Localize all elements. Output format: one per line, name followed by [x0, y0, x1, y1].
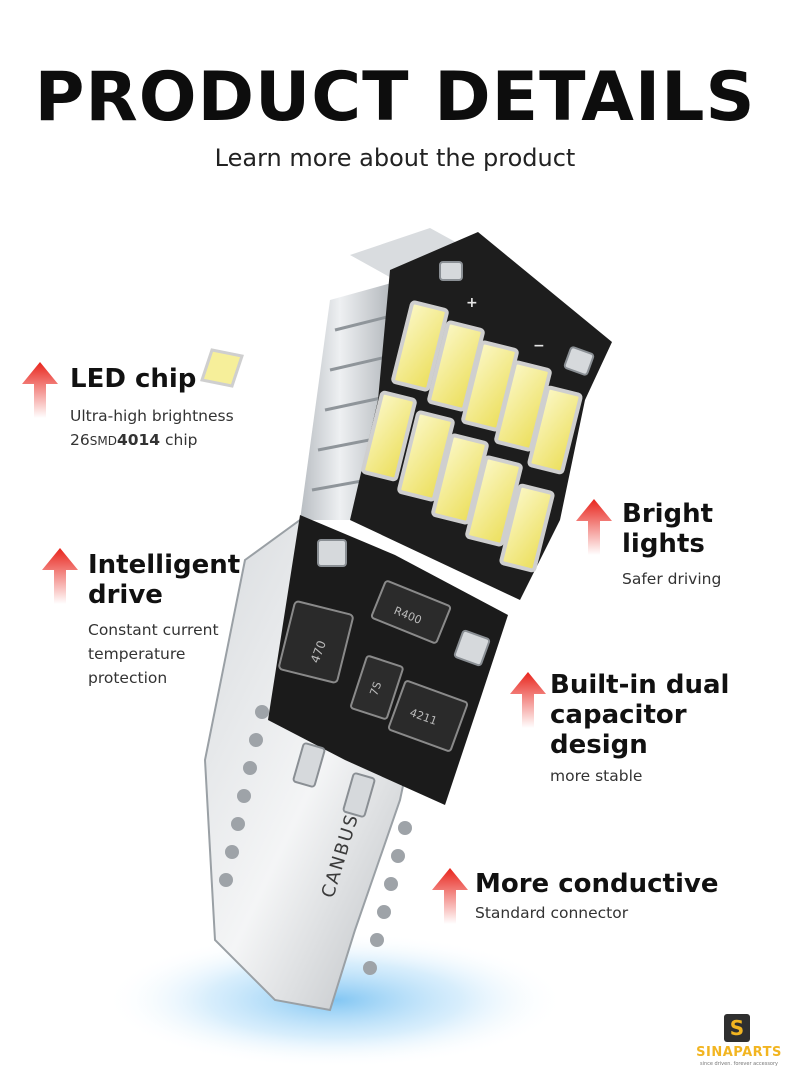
base-holes-left: [219, 705, 269, 887]
logo-tagline: since driven. forever accessory: [699, 1061, 779, 1067]
chip-suffix: chip: [160, 431, 198, 449]
feature-title: lights: [622, 529, 705, 559]
feature-title: Bright: [622, 499, 714, 529]
svg-text:7S: 7S: [367, 680, 384, 698]
feature-desc-line: protection: [88, 669, 168, 687]
resistor-r400: R400: [370, 580, 452, 644]
feature-led-chip: LED chip Ultra-high brightness 26SMD4014…: [70, 364, 234, 453]
solder-pads-lower: [292, 539, 491, 818]
feature-desc-line: Constant current: [88, 621, 219, 639]
svg-text:4211: 4211: [408, 706, 439, 728]
page-title: PRODUCT DETAILS: [34, 58, 756, 137]
resistor-470: 470: [278, 600, 354, 684]
logo-mark: S: [724, 1014, 750, 1042]
chip-type: SMD: [89, 434, 117, 448]
component-7s: 7S: [350, 655, 404, 720]
upper-pcb: [350, 232, 612, 600]
led-chip-icon: [200, 348, 244, 388]
red-up-arrow-icon: [22, 362, 58, 418]
feature-bright-lights: Bright lights Safer driving: [622, 499, 721, 591]
feature-title: LED chip: [70, 364, 197, 394]
feature-title: capacitor design: [550, 700, 687, 760]
ic-4211: 4211: [387, 680, 469, 752]
feature-more-conductive: More conductive Standard connector: [475, 869, 718, 925]
feature-desc-line: temperature: [88, 645, 186, 663]
metal-base: [203, 518, 442, 1012]
feature-title: More conductive: [475, 869, 719, 899]
feature-title: Built-in dual: [550, 670, 730, 700]
chip-count: 26: [70, 431, 90, 449]
polarity-plus: +: [466, 295, 478, 311]
red-up-arrow-icon: [42, 548, 78, 604]
feature-title: drive: [88, 580, 163, 610]
red-up-arrow-icon: [432, 868, 468, 924]
brand-logo: S SINAPARTS since driven. forever access…: [688, 1012, 788, 1070]
svg-text:470: 470: [308, 639, 329, 665]
feature-desc-line: 26SMD4014 chip: [70, 428, 234, 453]
red-up-arrow-icon: [576, 499, 612, 555]
feature-title: Intelligent: [88, 550, 241, 580]
base-holes-right: [363, 821, 412, 975]
led-chips-row-2: [361, 390, 555, 573]
svg-text:R400: R400: [392, 604, 423, 627]
feature-desc-line: Safer driving: [622, 570, 722, 588]
solder-pads-upper: [439, 261, 595, 376]
led-chips-row-1: [391, 300, 583, 475]
page-subtitle: Learn more about the product: [214, 144, 576, 172]
heatsink-fins: [300, 228, 470, 520]
feature-desc-line: more stable: [550, 767, 643, 785]
feature-intelligent-drive: Intelligent drive Constant current tempe…: [88, 550, 240, 690]
logo-brand-name: SINAPARTS: [696, 1045, 782, 1060]
chip-model: 4014: [116, 431, 161, 449]
blue-glow: [105, 932, 565, 1068]
red-up-arrow-icon: [510, 672, 546, 728]
feature-desc-line: Ultra-high brightness: [70, 407, 234, 425]
canbus-label: CANBUS: [318, 811, 364, 901]
driver-pcb: [268, 515, 508, 805]
feature-desc-line: Standard connector: [475, 904, 629, 922]
polarity-minus: −: [533, 338, 545, 354]
feature-dual-capacitor: Built-in dual capacitor design more stab…: [550, 670, 790, 788]
